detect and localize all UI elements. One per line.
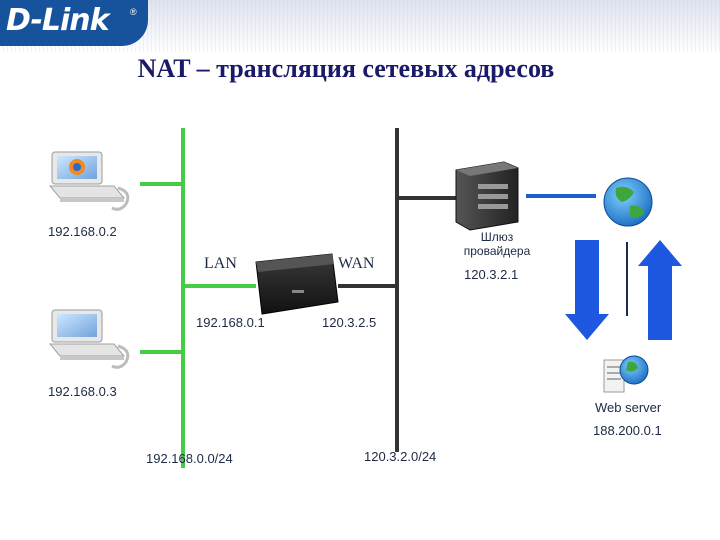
downstream-arrow-icon xyxy=(565,240,609,340)
computer-2-icon xyxy=(50,310,128,367)
router-icon xyxy=(256,254,338,314)
upstream-arrow-icon xyxy=(638,240,682,340)
wan-network-address: 120.3.2.0/24 xyxy=(364,449,436,464)
gateway-label: Шлюз провайдера xyxy=(452,230,542,258)
web-server-icon xyxy=(604,356,648,392)
computer-1-icon xyxy=(50,152,128,209)
wan-port-label: WAN xyxy=(338,255,374,273)
lan-network-address: 192.168.0.0/24 xyxy=(146,451,233,466)
router-wan-ip: 120.3.2.5 xyxy=(322,315,376,330)
host-2-ip: 192.168.0.3 xyxy=(48,384,117,399)
host-1-ip: 192.168.0.2 xyxy=(48,224,117,239)
gateway-ip: 120.3.2.1 xyxy=(464,267,518,282)
wan-network-lines xyxy=(338,128,456,452)
internet-globe-icon xyxy=(604,178,652,226)
web-server-label: Web server xyxy=(595,400,661,415)
web-server-ip: 188.200.0.1 xyxy=(593,423,662,438)
lan-port-label: LAN xyxy=(204,255,237,273)
gateway-server-icon xyxy=(456,162,518,230)
router-lan-ip: 192.168.0.1 xyxy=(196,315,265,330)
lan-network-lines xyxy=(140,128,256,468)
